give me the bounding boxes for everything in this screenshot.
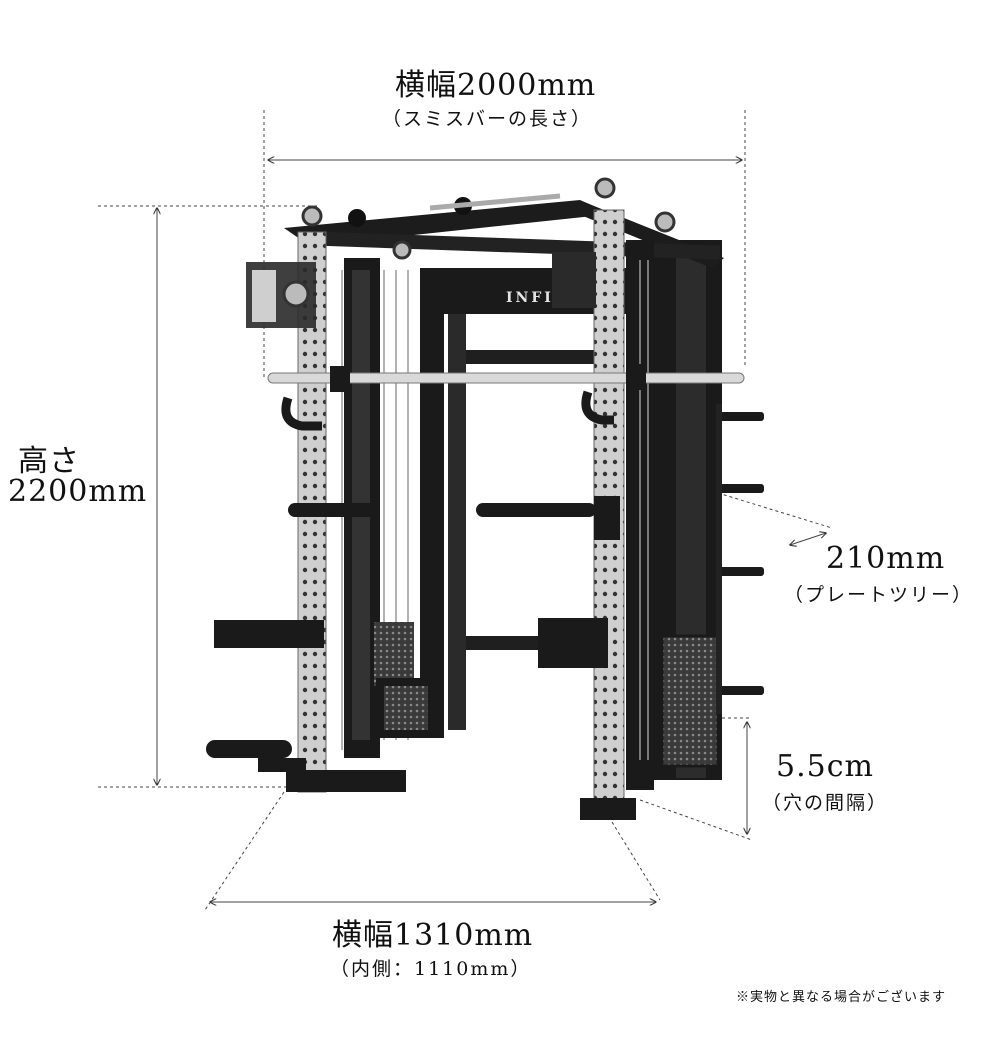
- disclaimer-footnote: ※実物と異なる場合がございます: [736, 990, 947, 1005]
- plate-tree-label: 210mm: [826, 541, 946, 576]
- top-frame: [284, 177, 724, 268]
- height-label-line1: 高さ: [18, 444, 80, 479]
- plate-tree-pegs: [716, 404, 764, 714]
- hole-gap-note: （穴の間隔）: [762, 792, 889, 814]
- width-top-label: 横幅2000mm: [395, 68, 597, 103]
- right-weight-stack: [660, 634, 720, 768]
- dip-handles: [288, 496, 620, 540]
- hole-gap-label: 5.5cm: [776, 749, 874, 784]
- plate-tree-note: （プレートツリー）: [784, 584, 974, 606]
- width-bottom-note: （内側：1110mm）: [330, 958, 532, 980]
- width-bottom-label: 横幅1310mm: [332, 918, 534, 953]
- left-weight-stack: [374, 622, 436, 738]
- smith-bar: [267, 364, 745, 431]
- width-top-note: （スミスバーの長さ）: [382, 108, 593, 130]
- dimension-lines: [98, 110, 833, 911]
- height-label-line2: 2200mm: [8, 474, 148, 509]
